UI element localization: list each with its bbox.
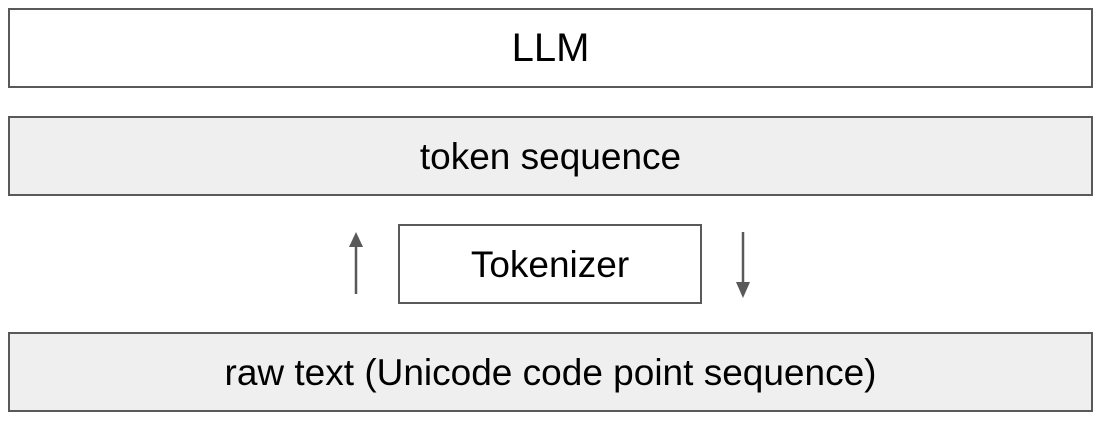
llm-box: LLM [8, 8, 1093, 88]
arrow-down-icon [736, 232, 750, 298]
token-sequence-box: token sequence [8, 116, 1093, 196]
arrow-up-icon [349, 232, 363, 294]
tokenizer-label: Tokenizer [470, 243, 630, 285]
raw-text-label: raw text (Unicode code point sequence) [224, 351, 877, 393]
token-sequence-label: token sequence [419, 135, 682, 177]
tokenizer-box: Tokenizer [398, 224, 702, 304]
raw-text-box: raw text (Unicode code point sequence) [8, 332, 1093, 412]
llm-label: LLM [511, 26, 590, 70]
